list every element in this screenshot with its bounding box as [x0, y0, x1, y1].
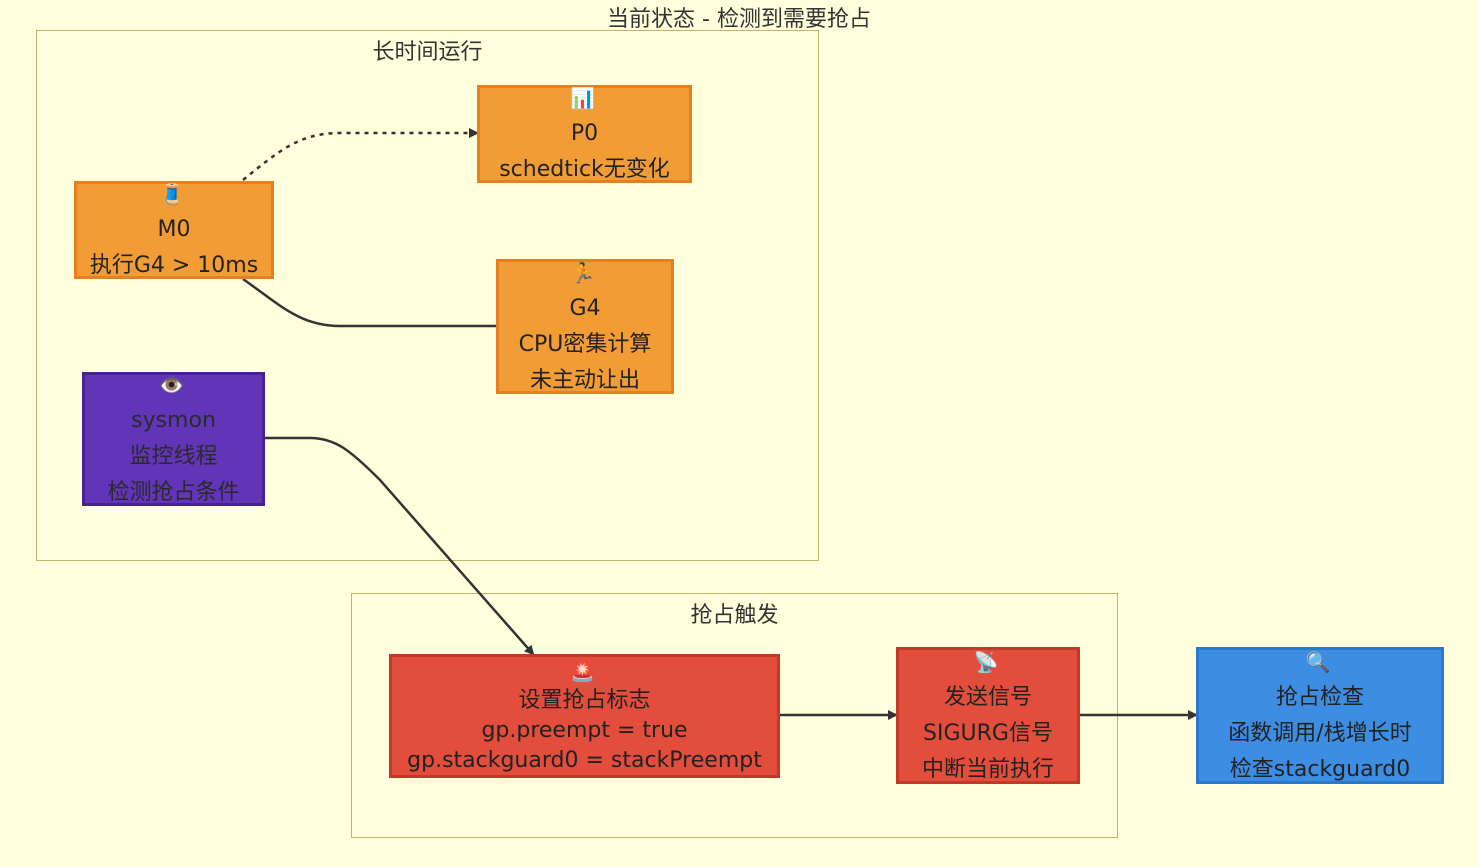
- node-m0: 🧵M0 执行G4 > 10ms: [74, 181, 274, 279]
- siren-icon: 🚨: [570, 659, 595, 683]
- node-p0: 📊P0 schedtick无变化: [477, 85, 692, 183]
- node-g4: 🏃G4 CPU密集计算 未主动让出: [496, 259, 674, 394]
- thread-spool-icon: 🧵: [159, 182, 185, 206]
- cluster-long-run-label: 长时间运行: [372, 40, 483, 65]
- node-signal: 📡发送信号 SIGURG信号 中断当前执行: [896, 647, 1080, 784]
- cluster-trigger-label: 抢占触发: [690, 603, 779, 628]
- runner-icon: 🏃: [570, 260, 596, 285]
- cluster-long-run: 长时间运行: [36, 30, 819, 561]
- node-check: 🔍抢占检查 函数调用/栈增长时 检查stackguard0: [1196, 647, 1444, 784]
- edge-m0-g4: [242, 277, 496, 328]
- eye-icon: 👁️: [159, 373, 184, 397]
- satellite-dish-icon: 📡: [973, 649, 999, 674]
- edge-m0-p0: [242, 128, 479, 181]
- bar-chart-icon: 📊: [570, 86, 595, 110]
- cluster-trigger: 抢占触发: [351, 593, 1118, 838]
- node-sysmon: 👁️sysmon 监控线程 检测抢占条件: [82, 372, 265, 506]
- edge-sysmon-setflag: [264, 436, 535, 656]
- node-set-flag: 🚨设置抢占标志 gp.preempt = true gp.stackguard0…: [389, 654, 780, 778]
- diagram-title: 当前状态 - 检测到需要抢占: [607, 7, 871, 32]
- magnifier-icon: 🔍: [1305, 649, 1331, 674]
